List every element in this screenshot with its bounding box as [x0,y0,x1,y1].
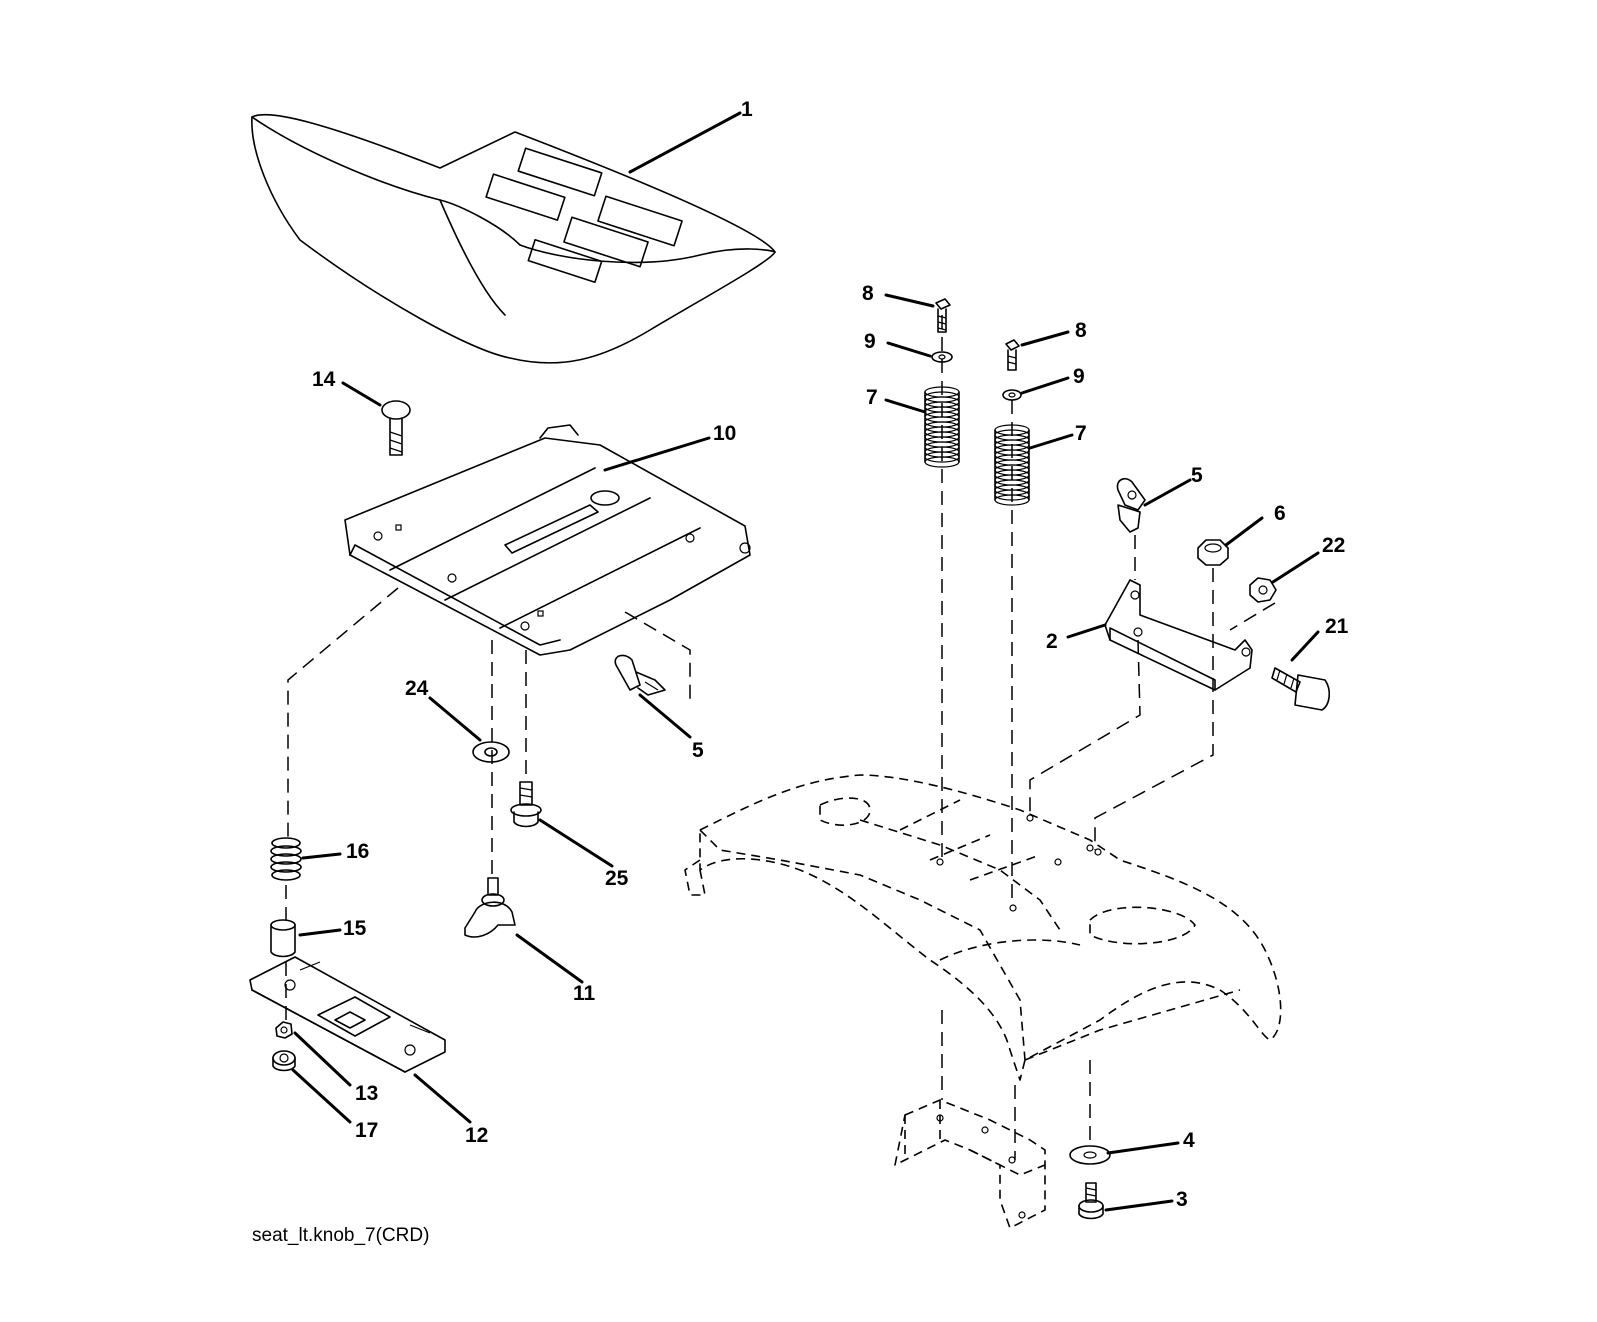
callout-24: 24 [405,677,429,700]
callout-2: 2 [1046,630,1058,653]
callout-9-right: 9 [1073,365,1085,388]
callout-14: 14 [312,368,336,391]
callout-15: 15 [343,917,367,940]
bracket-part-2 [1104,579,1253,691]
carriage-bolt-part-14 [381,400,411,456]
bolt-part-8-right [1005,339,1020,371]
washer-part-9-right [1002,389,1022,401]
callout-21: 21 [1325,615,1349,638]
leader-lines [291,111,1320,1212]
callout-5-right: 5 [1191,464,1203,487]
callout-7-right: 7 [1075,422,1087,445]
lower-bracket-outline [894,1099,1046,1229]
shoulder-bolt-part-25 [510,781,542,828]
callout-12: 12 [465,1124,488,1147]
callout-6: 6 [1274,502,1286,525]
callout-numbers: 1 10 14 8 9 7 8 9 7 5 6 22 21 2 5 24 25 … [312,98,1349,1211]
nut-part-22 [1249,577,1277,603]
clip-part-5-right [1116,478,1146,533]
seat-pan-part-10 [344,424,751,656]
callout-13: 13 [355,1082,378,1105]
seat-part-1 [251,113,776,364]
nut-part-13 [275,1021,293,1039]
nut-part-17 [272,1050,296,1072]
callout-16: 16 [346,840,369,863]
washer-part-4 [1069,1145,1111,1165]
callout-3: 3 [1176,1188,1188,1211]
callout-8-right: 8 [1075,319,1087,342]
spring-part-16 [270,837,302,881]
bolt-part-8-left [935,298,951,333]
callout-22: 22 [1322,534,1345,557]
callout-11: 11 [573,982,596,1005]
callout-4: 4 [1183,1129,1195,1152]
callout-8-left: 8 [862,282,874,305]
washer-part-24 [472,741,510,763]
tractor-frame-outline [684,774,1282,1081]
callout-9-left: 9 [864,330,876,353]
callout-5-left: 5 [692,739,704,762]
callout-25: 25 [605,867,629,890]
bolt-part-21 [1271,667,1331,711]
clip-part-5-left [614,654,666,696]
knob-part-11 [464,877,516,938]
callout-1: 1 [741,98,753,121]
nut-part-6 [1197,539,1229,566]
spacer-part-15 [270,919,296,958]
diagram-caption: seat_lt.knob_7(CRD) [252,1225,430,1246]
callout-10: 10 [713,422,736,445]
bolt-part-3 [1078,1182,1104,1220]
bracket-plate-part-12 [249,956,446,1073]
callout-17: 17 [355,1119,378,1142]
assembly-lines [285,315,1276,1160]
callout-7-left: 7 [866,386,878,409]
